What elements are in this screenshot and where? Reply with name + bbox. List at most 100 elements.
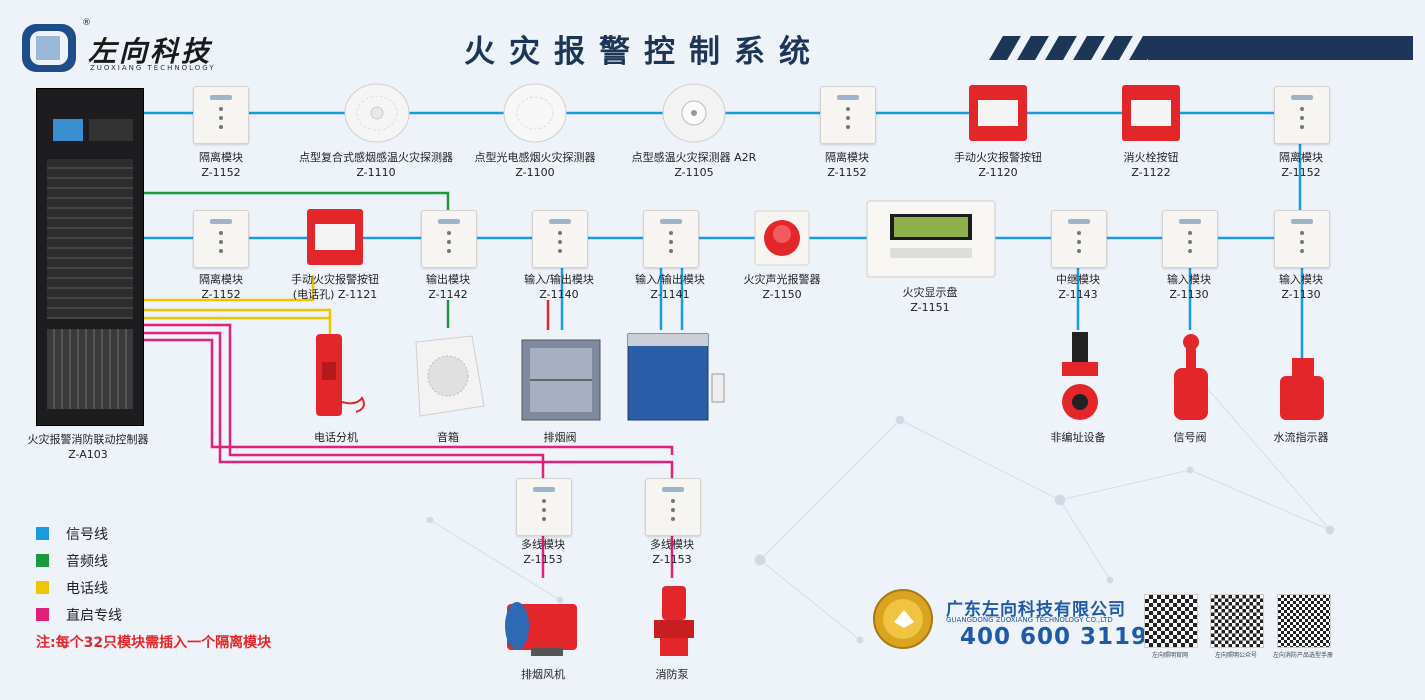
middle-label-model: Z-1130 (1281, 288, 1321, 301)
middle-label-model: Z-1152 (201, 288, 241, 301)
top-label-name: 隔离模块 (199, 151, 243, 164)
qr-caption: 左向照明公众号 (1214, 652, 1258, 659)
bottom-device-label: 非编址设备 (1050, 431, 1106, 444)
manual-alarm-button-phone-jack-icon (307, 209, 363, 265)
photoelectric-smoke-detector-icon (503, 83, 567, 143)
middle-label-model: (电话孔) Z-1121 (292, 288, 378, 301)
top-label-model: Z-1100 (515, 166, 555, 179)
top-label-name: 点型感温火灾探测器 A2R (631, 151, 757, 164)
top-label-model: Z-1120 (978, 166, 1018, 179)
top-label-name: 隔离模块 (825, 151, 869, 164)
middle-label-name: 输入模块 (1279, 273, 1323, 286)
fire-display-panel-icon (866, 200, 996, 278)
controller-model: Z-A103 (68, 448, 108, 461)
bottom-device-label: 信号阀 (1173, 431, 1207, 444)
top-label-model: Z-1152 (201, 166, 241, 179)
legend-swatch (36, 527, 49, 540)
middle-label-name: 输入模块 (1167, 273, 1211, 286)
smoke-exhaust-fan-icon (505, 602, 577, 656)
legend-swatch (36, 581, 49, 594)
logo-chinese-name: 左向科技 (88, 35, 213, 68)
controller-name: 火灾报警消防联动控制器 (27, 433, 149, 446)
fire-alarm-controller-cabinet (36, 88, 144, 426)
middle-label-name: 输入/输出模块 (524, 273, 594, 286)
heat-detector-icon (662, 83, 726, 143)
input-module-1130-b (1274, 210, 1330, 268)
audio-line (142, 191, 450, 328)
rolling-shutter-door-icon (627, 333, 725, 421)
company-english-name: GUANGDONG ZUOXIANG TECHNOLOGY CO.,LTD (946, 616, 1113, 624)
speaker-icon (415, 335, 485, 417)
company-name: 广东左向科技有限公司 (946, 600, 1126, 620)
multi-module-model: Z-1153 (652, 553, 692, 566)
multi-module-name: 多线模块 (521, 538, 565, 551)
installation-note: 注:每个32只模块需插入一个隔离模块 (36, 635, 272, 651)
fire-pump-icon (654, 586, 694, 656)
bottom-device-label: 电话分机 (314, 431, 358, 444)
signal-valve-icon (1174, 334, 1208, 420)
phone-line-3 (142, 275, 315, 302)
bottom-device-label: 音箱 (437, 431, 459, 444)
composite-smoke-heat-detector-icon (344, 83, 410, 143)
middle-label-name: 隔离模块 (199, 273, 243, 286)
smoke-exhaust-valve-icon (521, 339, 601, 421)
legend-label: 音频线 (66, 554, 108, 570)
water-flow-indicator-icon (1280, 358, 1324, 420)
top-label-model: Z-1122 (1131, 166, 1171, 179)
manual-alarm-button-icon (969, 85, 1027, 141)
qr-code-catalog (1277, 594, 1331, 648)
gold-medal-badge-icon (873, 589, 933, 649)
company-logo-icon (22, 24, 76, 72)
middle-label-name: 输出模块 (426, 273, 470, 286)
middle-label-name: 输入/输出模块 (635, 273, 705, 286)
top-label-name: 隔离模块 (1279, 151, 1323, 164)
logo-english-name: ZUOXIANG TECHNOLOGY (90, 64, 216, 72)
legend-swatch (36, 554, 49, 567)
direct-line-2 (142, 331, 674, 478)
legend-label: 信号线 (66, 527, 108, 543)
bottom-device-label: 水流指示器 (1273, 431, 1329, 444)
isolation-module-top-2 (820, 86, 876, 144)
multi-module-device: 消防泵 (655, 668, 689, 681)
direct-line-3 (142, 338, 674, 455)
qr-code-website (1144, 594, 1198, 648)
top-label-name: 点型光电感烟火灾探测器 (474, 151, 596, 164)
top-label-model: Z-1105 (674, 166, 714, 179)
qr-caption: 左向消防产品选型手册 (1272, 652, 1334, 659)
middle-label-model: Z-1141 (650, 288, 690, 301)
output-module-1142 (421, 210, 477, 268)
middle-label-name: 火灾声光报警器 (743, 273, 821, 286)
multi-module-model: Z-1153 (523, 553, 563, 566)
registered-mark: ® (82, 18, 91, 28)
legend-label: 直启专线 (66, 608, 122, 624)
isolation-module-middle (193, 210, 249, 268)
bottom-device-label: 排烟阀 (543, 431, 577, 444)
middle-label-name: 火灾显示盘 (902, 286, 958, 299)
qr-code-wechat (1210, 594, 1264, 648)
middle-label-model: Z-1151 (910, 301, 950, 314)
phone-line-1 (142, 308, 332, 336)
multi-module-name: 多线模块 (650, 538, 694, 551)
legend-label: 电话线 (66, 581, 108, 597)
middle-label-model: Z-1150 (762, 288, 802, 301)
relay-module-1143 (1051, 210, 1107, 268)
io-module-1141 (643, 210, 699, 268)
middle-label-model: Z-1140 (539, 288, 579, 301)
top-label-name: 消火栓按钮 (1123, 151, 1179, 164)
non-addressable-device-icon (1062, 332, 1098, 420)
multi-module-device: 排烟风机 (521, 668, 565, 681)
sound-light-alarm-icon (754, 210, 810, 266)
qr-caption: 左向照明官网 (1151, 652, 1189, 659)
telephone-extension-icon (316, 334, 365, 416)
page-title: 火灾报警控制系统 (464, 34, 824, 70)
legend-swatch (36, 608, 49, 621)
multi-line-module-2 (645, 478, 701, 536)
hydrant-button-icon (1122, 85, 1180, 141)
middle-label-name: 中继模块 (1056, 273, 1100, 286)
isolation-module-top-1 (193, 86, 249, 144)
io-module-1140 (532, 210, 588, 268)
middle-label-model: Z-1130 (1169, 288, 1209, 301)
middle-label-model: Z-1142 (428, 288, 468, 301)
company-phone: 400 600 3119 (960, 624, 1149, 650)
